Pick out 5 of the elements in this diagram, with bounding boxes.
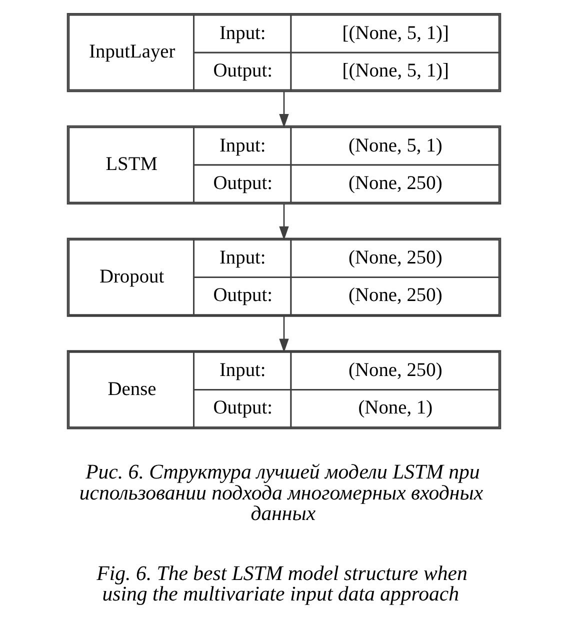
arrow (278, 316, 288, 353)
label: Рис. 6. Структура лучшей модели LSTM при использовании подхода многомерных входных данных (78, 460, 483, 526)
arrow (278, 92, 288, 128)
label: Fig. 6. The best LSTM model structure when using the multivariate input data approach (96, 560, 467, 606)
arrow (278, 204, 288, 240)
